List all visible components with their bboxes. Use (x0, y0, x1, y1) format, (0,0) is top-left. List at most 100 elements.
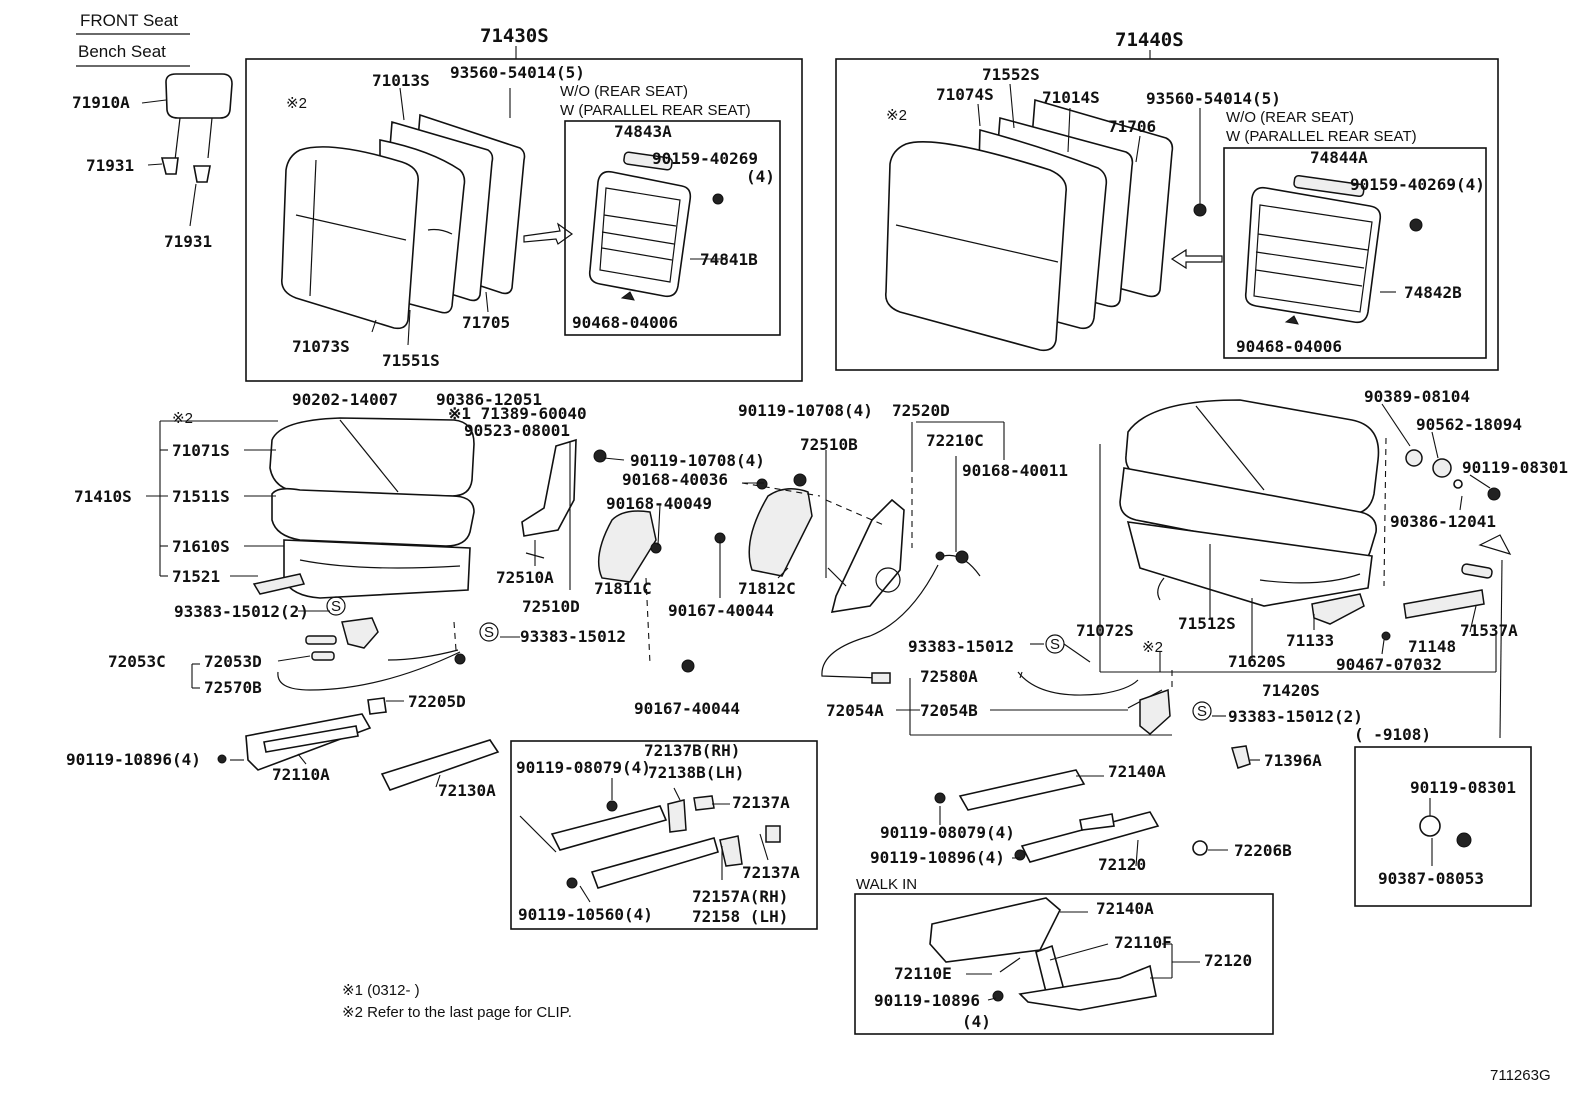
note-label: W (PARALLEL REAR SEAT) (560, 102, 751, 119)
walk-in-label: WALK IN (856, 876, 917, 893)
part-label: 72580A (920, 667, 978, 686)
part-label: 71512S (1178, 614, 1236, 633)
part-label: 71705 (462, 313, 510, 332)
part-label: 90119-10560(4) (518, 905, 653, 924)
part-label: 93560-54014(5) (1146, 89, 1281, 108)
group-label-71430S: 71430S (480, 25, 549, 47)
seatback-left-box (245, 58, 803, 382)
part-label: 71396A (1264, 751, 1322, 770)
clip-mark: ※2 (286, 95, 307, 112)
parallel-rear-right-box (1223, 147, 1487, 359)
cushion-right-drawing (1119, 399, 1501, 641)
part-label: 90167-40044 (668, 601, 774, 620)
footnote-2: ※2 Refer to the last page for CLIP. (342, 1004, 572, 1021)
part-label: 74841B (700, 250, 758, 269)
variant-pointer-line (1499, 559, 1503, 739)
part-label: 72140A (1108, 762, 1166, 781)
part-label: 72053D (204, 652, 262, 671)
part-label: 90389-08104 (1364, 387, 1470, 406)
part-label: 90386-12041 (1390, 512, 1496, 531)
part-label: 72110E (894, 964, 952, 983)
part-label: 71072S (1076, 621, 1134, 640)
part-label: 72120 (1098, 855, 1146, 874)
front-seat-title: FRONT Seat (80, 11, 178, 30)
part-label: 71013S (372, 71, 430, 90)
part-label: 71552S (982, 65, 1040, 84)
part-label: 72110A (272, 765, 330, 784)
part-label: (4) (962, 1012, 991, 1031)
part-labels: 71910A 71931 71931 71013S 93560-54014(5)… (66, 63, 1568, 1031)
part-label: (4) (746, 167, 775, 186)
part-label: 71620S (1228, 652, 1286, 671)
part-label: 72120 (1204, 951, 1252, 970)
s-marker: S (484, 624, 494, 641)
assembly-arrow (523, 222, 574, 245)
part-label: 90167-40044 (634, 699, 740, 718)
part-label: 72130A (438, 781, 496, 800)
part-label: 71073S (292, 337, 350, 356)
s-markers: S S S S (326, 596, 1212, 721)
part-label: 90119-08079(4) (880, 823, 1015, 842)
part-label: 93383-15012 (908, 637, 1014, 656)
parallel-rear-left-box (564, 120, 781, 336)
part-label: 74843A (614, 122, 672, 141)
part-label: 90119-08301 (1462, 458, 1568, 477)
seatback-right-box (835, 58, 1499, 371)
part-label: 71521 (172, 567, 220, 586)
seatback-left-drawing (280, 113, 526, 330)
part-label: 71706 (1108, 117, 1156, 136)
part-label: 93383-15012(2) (174, 602, 309, 621)
part-label: 90119-08079(4) (516, 758, 651, 777)
part-label: 74842B (1404, 283, 1462, 302)
footnote-1: ※1 (0312- ) (342, 982, 420, 999)
part-label: 90468-04006 (572, 313, 678, 332)
part-label: 72210C (926, 431, 984, 450)
part-label: 93383-15012(2) (1228, 707, 1363, 726)
part-label: 90386-12051 (436, 390, 542, 409)
part-label: 71610S (172, 537, 230, 556)
assembly-arrow (1170, 248, 1223, 270)
part-label: 90119-10708(4) (738, 401, 873, 420)
part-label: 72137B(RH) (644, 741, 740, 760)
part-label: 90168-40011 (962, 461, 1068, 480)
rail-set-drawing (519, 795, 781, 889)
part-label: 90119-10708(4) (630, 451, 765, 470)
part-label: 72054B (920, 701, 978, 720)
note-label: W/O (REAR SEAT) (560, 83, 688, 100)
bench-seat-subtitle: Bench Seat (78, 42, 166, 61)
parallel-panel-right (1193, 174, 1423, 325)
part-label: 71537A (1460, 621, 1518, 640)
variant-9108-box (1354, 746, 1532, 907)
part-label: 90562-18094 (1416, 415, 1522, 434)
part-label: 71074S (936, 85, 994, 104)
part-label: 90119-10896 (874, 991, 980, 1010)
note-label: W/O (REAR SEAT) (1226, 109, 1354, 126)
cushion-left-drawing (252, 417, 475, 599)
part-label: 72054A (826, 701, 884, 720)
part-label: 71014S (1042, 88, 1100, 107)
part-label: 90468-04006 (1236, 337, 1342, 356)
part-label: 72570B (204, 678, 262, 697)
part-label: 90202-14007 (292, 390, 398, 409)
part-label: 93383-15012 (520, 627, 626, 646)
clip-mark: ※2 (1142, 639, 1163, 656)
part-label: 93560-54014(5) (450, 63, 585, 82)
part-label: 72157A(RH) (692, 887, 788, 906)
figure-id: 711263G (1490, 1067, 1551, 1084)
note-label: W (PARALLEL REAR SEAT) (1226, 128, 1417, 145)
part-label: 90119-08301 (1410, 778, 1516, 797)
part-label: 90523-08001 (464, 421, 570, 440)
part-label: 72138B(LH) (648, 763, 744, 782)
right-rails-drawing (934, 769, 1208, 863)
group-label-71440S: 71440S (1115, 29, 1184, 51)
part-label: 90159-40269(4) (1350, 175, 1485, 194)
part-label: 71811C (594, 579, 652, 598)
variant-box-drawing (1419, 815, 1472, 848)
part-label: 71148 (1408, 637, 1456, 656)
walk-in-drawing (929, 897, 1157, 1011)
part-label: 72140A (1096, 899, 1154, 918)
part-label: 90119-10896(4) (870, 848, 1005, 867)
clip-mark: ※2 (886, 107, 907, 124)
part-label: 72510D (522, 597, 580, 616)
